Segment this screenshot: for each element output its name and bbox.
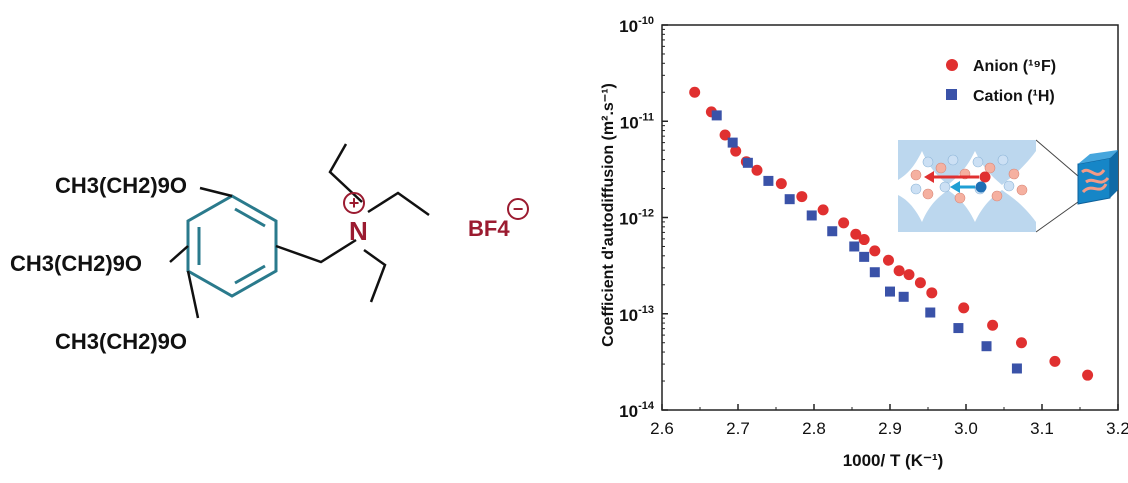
cation-point bbox=[727, 137, 738, 148]
anion-point bbox=[882, 254, 894, 266]
legend-label-1: Cation (¹H) bbox=[973, 88, 1055, 105]
anion-point bbox=[817, 204, 829, 216]
substituent-bot-label: CH3(CH2)9O bbox=[55, 329, 187, 354]
cation-point bbox=[869, 267, 880, 278]
y-axis-ticks: 10-10 10-11 10-12 10-13 10-14 bbox=[619, 15, 668, 421]
benzene-ring bbox=[186, 194, 278, 298]
anion-point bbox=[838, 217, 850, 229]
anion-point bbox=[1049, 355, 1061, 367]
anion-point bbox=[869, 245, 881, 257]
x-tick-label: 3.2 bbox=[1106, 419, 1128, 438]
anion-point bbox=[858, 234, 870, 246]
substituent-bonds bbox=[169, 143, 430, 319]
anion-point bbox=[850, 228, 862, 240]
anion-point bbox=[751, 164, 763, 176]
x-axis-ticks: 2.6 2.7 2.8 2.9 3.0 3.1 3.2 bbox=[650, 404, 1128, 438]
legend-anion-marker bbox=[946, 59, 958, 71]
x-tick-label: 3.0 bbox=[954, 419, 978, 438]
plot-frame bbox=[661, 24, 1119, 411]
x-tick-label: 2.6 bbox=[650, 419, 674, 438]
legend-cation-marker bbox=[946, 89, 957, 100]
cation-charge-sign: + bbox=[349, 193, 360, 213]
anion-point bbox=[1082, 369, 1094, 381]
data-points bbox=[689, 86, 1094, 381]
anion-point bbox=[903, 269, 915, 281]
molecule-structure: CH3(CH2)9O CH3(CH2)9O CH3(CH2)9O N + BF4… bbox=[10, 143, 529, 354]
cation-point bbox=[885, 286, 895, 297]
anion-point bbox=[775, 178, 787, 190]
x-tick-label: 3.1 bbox=[1030, 419, 1054, 438]
cation-point bbox=[763, 175, 774, 186]
cation-point bbox=[849, 241, 860, 252]
substituent-mid-label: CH3(CH2)9O bbox=[10, 251, 142, 276]
cation-point bbox=[925, 307, 936, 318]
cation-point bbox=[981, 341, 992, 352]
x-tick-label: 2.8 bbox=[802, 419, 826, 438]
counter-anion-label: BF4 bbox=[468, 216, 510, 241]
cation-charge-circle bbox=[343, 192, 365, 214]
cation-point bbox=[827, 226, 838, 237]
anion-point bbox=[1015, 337, 1027, 349]
anion-point bbox=[893, 265, 905, 277]
x-axis-label: 1000/ T (K⁻¹) bbox=[843, 451, 944, 470]
anion-point bbox=[914, 277, 926, 289]
y-tick-label: 10-12 bbox=[619, 208, 654, 229]
cation-point bbox=[742, 157, 753, 168]
cation-point bbox=[898, 291, 909, 302]
y-tick-label: 10-10 bbox=[619, 15, 654, 36]
cation-point bbox=[1011, 363, 1022, 374]
ring-inner-bonds bbox=[197, 207, 266, 285]
x-tick-label: 2.9 bbox=[878, 419, 902, 438]
cation-point bbox=[859, 251, 870, 262]
anion-point bbox=[689, 86, 701, 98]
anion-charge-circle bbox=[507, 198, 529, 220]
anion-charge-sign: − bbox=[513, 199, 524, 219]
y-tick-label: 10-11 bbox=[620, 111, 654, 132]
cation-point bbox=[806, 210, 817, 221]
legend-label-0: Anion (¹⁹F) bbox=[973, 58, 1056, 75]
nitrogen-label: N bbox=[349, 216, 368, 246]
y-tick-label: 10-13 bbox=[619, 304, 654, 325]
anion-point bbox=[926, 287, 938, 299]
anion-point bbox=[958, 302, 970, 314]
legend: Anion (¹⁹F) Cation (¹H) bbox=[946, 58, 1056, 105]
y-axis-label: Coefficient d'autodiffusion (m².s⁻¹) bbox=[600, 83, 617, 347]
anion-point bbox=[796, 191, 808, 203]
inset-schematic bbox=[898, 139, 1118, 233]
cation-point bbox=[784, 194, 795, 205]
cation-point bbox=[711, 110, 722, 121]
cation-point bbox=[953, 323, 964, 334]
anion-point bbox=[730, 145, 742, 157]
substituent-top-label: CH3(CH2)9O bbox=[55, 173, 187, 198]
x-tick-label: 2.7 bbox=[726, 419, 750, 438]
anion-point bbox=[987, 319, 999, 331]
y-tick-label: 10-14 bbox=[619, 400, 655, 421]
